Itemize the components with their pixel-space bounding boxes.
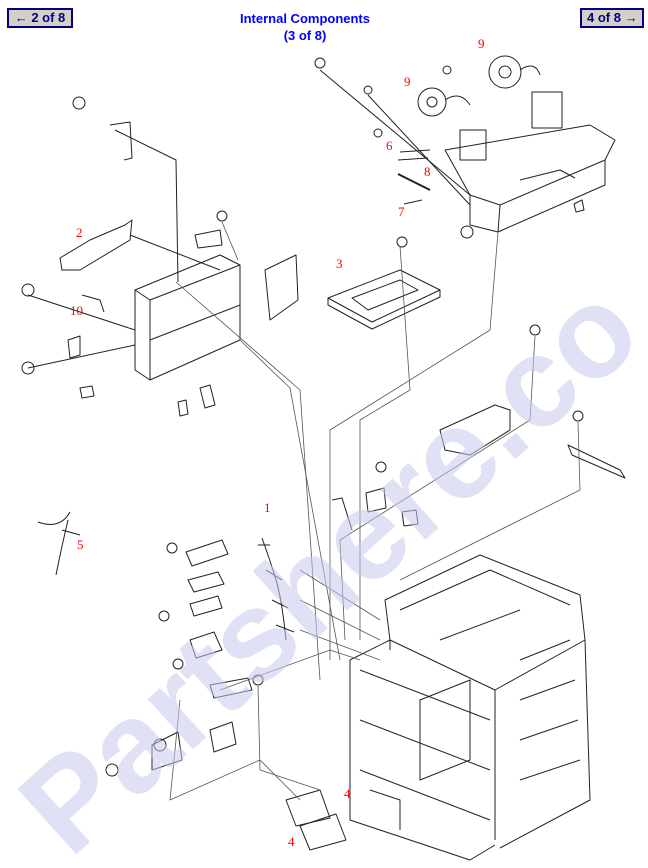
callout-6: 6 [386, 138, 393, 153]
callout-8: 8 [424, 164, 431, 179]
right-bracket-parts [331, 324, 626, 531]
fan-bracket-assembly [314, 55, 616, 239]
center-tray [327, 236, 441, 330]
prev-page-button[interactable]: ← 2 of 8 [7, 8, 73, 28]
next-page-button[interactable]: 4 of 8 → [580, 8, 644, 28]
callout-5: 5 [77, 537, 84, 552]
cable-harness [37, 511, 347, 851]
callout-3: 3 [336, 256, 343, 271]
left-frame-assembly [21, 96, 299, 417]
leader-lines [169, 221, 581, 801]
page-title: Internal Components [239, 11, 370, 26]
callout-9a: 9 [478, 36, 485, 51]
page-title-block: Internal Components (3 of 8) [190, 10, 420, 44]
callout-2: 2 [76, 225, 83, 240]
callout-10: 10 [70, 303, 83, 318]
callout-4a: 4 [344, 786, 351, 801]
callout-1: 1 [264, 500, 271, 515]
main-chassis [349, 554, 591, 861]
callout-4b: 4 [288, 834, 295, 849]
page-subtitle: (3 of 8) [283, 28, 327, 43]
callout-labels: 1 2 3 4 4 5 6 7 8 9 9 10 [70, 36, 485, 849]
callout-7: 7 [398, 204, 405, 219]
callout-9b: 9 [404, 74, 411, 89]
